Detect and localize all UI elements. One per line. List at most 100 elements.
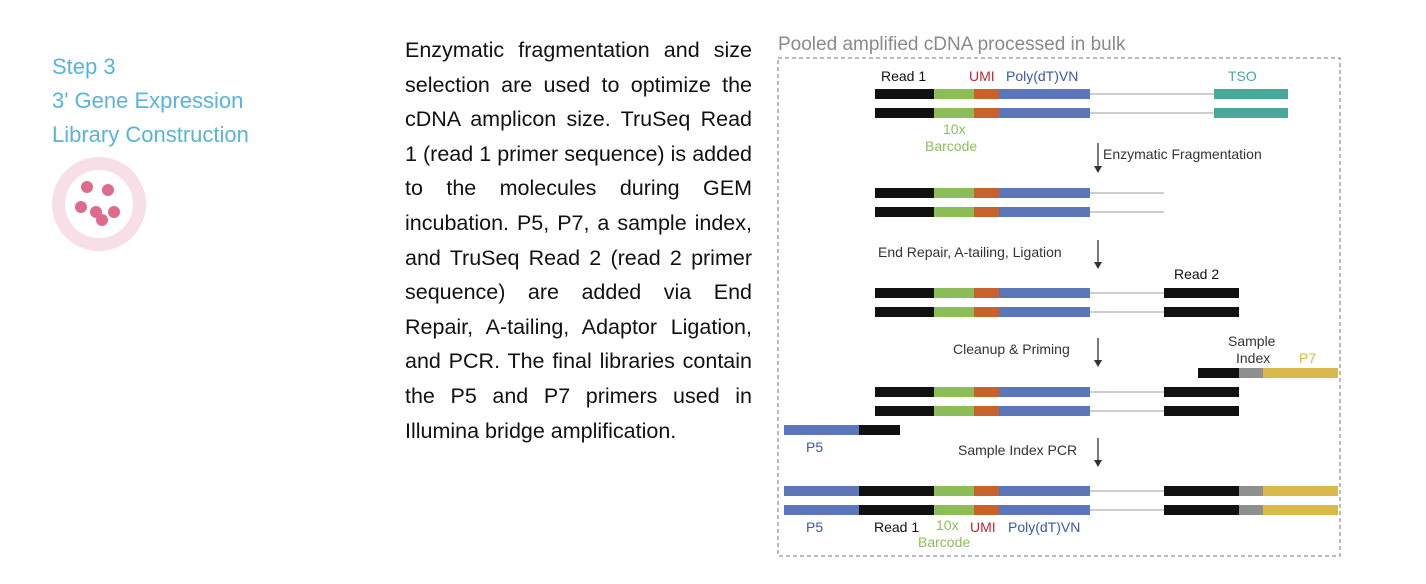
- read1-segment: [875, 288, 934, 298]
- umi-segment: [974, 207, 999, 217]
- read1-segment: [875, 307, 934, 317]
- barcode-segment: [934, 188, 974, 198]
- label-polydt-bottom: Poly(dT)VN: [1008, 519, 1080, 535]
- label-umi-top: UMI: [969, 68, 995, 84]
- read2-segment: [1164, 387, 1239, 397]
- tso-segment: [1214, 89, 1288, 99]
- diagram-frame: [777, 57, 1341, 557]
- label-barcode-top: Barcode: [925, 138, 977, 154]
- step-label-enzymatic-fragmentation: Enzymatic Fragmentation: [1103, 146, 1262, 162]
- polydt-segment: [999, 207, 1090, 217]
- umi-segment: [974, 307, 999, 317]
- read1-segment: [875, 188, 934, 198]
- final-library-strand-1: [784, 486, 1338, 496]
- label-10x-bottom: 10x: [936, 517, 959, 533]
- tso-segment: [1214, 108, 1288, 118]
- p7-segment: [1263, 368, 1338, 378]
- p5-segment: [784, 505, 859, 515]
- polydt-segment: [999, 486, 1090, 496]
- step-label-sample-index-pcr: Sample Index PCR: [958, 442, 1077, 458]
- polydt-segment: [999, 387, 1090, 397]
- barcode-segment: [934, 406, 974, 416]
- barcode-segment: [934, 486, 974, 496]
- barcode-segment: [934, 387, 974, 397]
- p5-segment: [784, 486, 859, 496]
- barcode-segment: [934, 108, 974, 118]
- umi-segment: [974, 505, 999, 515]
- umi-segment: [974, 108, 999, 118]
- label-p5-bottom: P5: [806, 519, 823, 535]
- barcode-segment: [934, 207, 974, 217]
- label-10x-top: 10x: [943, 121, 966, 137]
- read1-segment: [875, 108, 934, 118]
- barcode-segment: [934, 505, 974, 515]
- cdna-strand-full-2: [875, 108, 1288, 118]
- label-p5-mid: P5: [806, 439, 823, 455]
- step-title-line1: 3' Gene Expression: [52, 88, 244, 113]
- read1-segment: [875, 387, 934, 397]
- polydt-segment: [999, 188, 1090, 198]
- barcode-segment: [934, 288, 974, 298]
- barcode-segment: [934, 89, 974, 99]
- read1-segment: [859, 486, 934, 496]
- umi-segment: [974, 387, 999, 397]
- polydt-segment: [999, 288, 1090, 298]
- read2-segment: [1164, 406, 1239, 416]
- read2-segment: [1164, 288, 1239, 298]
- polydt-segment: [999, 406, 1090, 416]
- read1-segment: [859, 505, 934, 515]
- step-label-end-repair: End Repair, A-tailing, Ligation: [878, 244, 1062, 260]
- read2-segment: [1164, 307, 1239, 317]
- sample-index-p7-primer: [1198, 368, 1338, 378]
- umi-segment: [974, 486, 999, 496]
- label-read2: Read 2: [1174, 266, 1219, 282]
- umi-segment: [974, 188, 999, 198]
- label-polydt-top: Poly(dT)VN: [1006, 68, 1078, 84]
- label-read1-bottom: Read 1: [874, 519, 919, 535]
- cdna-strand-ligated-1: [875, 288, 1239, 298]
- sample-index-segment: [1239, 505, 1263, 515]
- barcode-segment: [934, 307, 974, 317]
- cdna-strand-fragmented-2: [875, 207, 1164, 217]
- polydt-segment: [999, 307, 1090, 317]
- read1-segment: [875, 89, 934, 99]
- read2-segment: [1164, 486, 1239, 496]
- step-heading: Step 3 3' Gene Expression Library Constr…: [52, 50, 249, 152]
- read2-segment: [1164, 505, 1239, 515]
- label-p7: P7: [1299, 350, 1316, 366]
- cdna-strand-primed-2: [875, 406, 1239, 416]
- polydt-segment: [999, 505, 1090, 515]
- sample-index-segment: [1239, 368, 1263, 378]
- final-library-strand-2: [784, 505, 1338, 515]
- step-title-line2: Library Construction: [52, 122, 249, 147]
- description-paragraph: Enzymatic fragmentation and size selecti…: [405, 38, 752, 443]
- cdna-strand-full-1: [875, 89, 1288, 99]
- umi-segment: [974, 89, 999, 99]
- arrow-end-repair: [1094, 240, 1102, 269]
- p7-segment: [1263, 486, 1338, 496]
- read1-segment: [875, 207, 934, 217]
- step-number: Step 3: [52, 54, 116, 79]
- cdna-strand-fragmented-1: [875, 188, 1164, 198]
- label-index: Index: [1236, 350, 1270, 366]
- label-tso: TSO: [1228, 68, 1257, 84]
- polydt-segment: [999, 89, 1090, 99]
- label-read1-top: Read 1: [881, 68, 926, 84]
- figure-caption: Pooled amplified cDNA processed in bulk: [778, 34, 1126, 55]
- umi-segment: [974, 406, 999, 416]
- label-barcode-bottom: Barcode: [918, 534, 970, 550]
- label-sample: Sample: [1228, 333, 1276, 349]
- umi-segment: [974, 288, 999, 298]
- cdna-strand-primed-1: [875, 387, 1239, 397]
- p5-primer: [784, 425, 900, 435]
- p7-segment: [1263, 505, 1338, 515]
- p5-segment: [784, 425, 859, 435]
- read1-primer-segment: [859, 425, 900, 435]
- pink-dots-circle-icon: [52, 157, 146, 251]
- cdna-strand-ligated-2: [875, 307, 1239, 317]
- polydt-segment: [999, 108, 1090, 118]
- sample-index-segment: [1239, 486, 1263, 496]
- read1-segment: [875, 406, 934, 416]
- label-umi-bottom: UMI: [970, 519, 996, 535]
